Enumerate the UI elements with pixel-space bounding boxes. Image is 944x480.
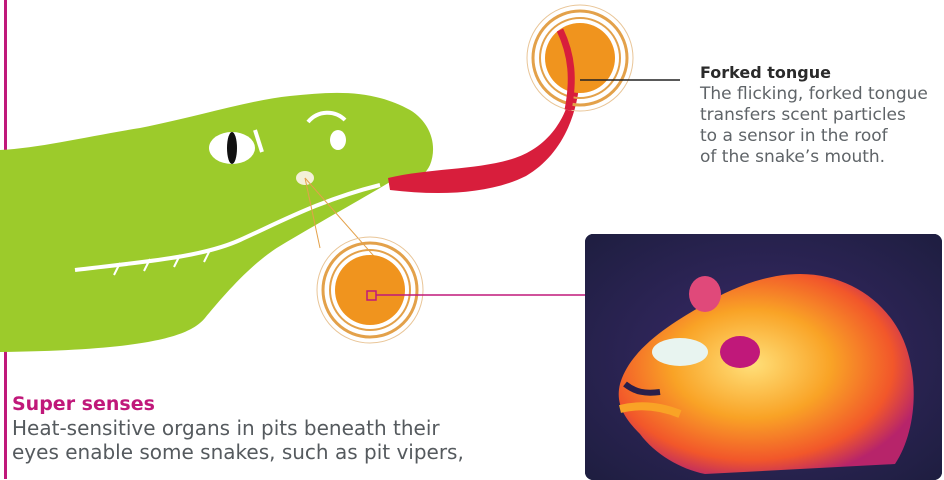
- thermal-rodent: [585, 234, 942, 480]
- forked-tongue-callout: Forked tongue The flicking, forked tongu…: [700, 62, 944, 168]
- forked-tongue-line-4: of the snake’s mouth.: [700, 147, 944, 168]
- forked-tongue-line-3: to a sensor in the roof: [700, 126, 944, 147]
- super-senses-line-1: Heat-sensitive organs in pits beneath th…: [12, 416, 552, 440]
- super-senses-line-2: eyes enable some snakes, such as pit vip…: [12, 440, 552, 464]
- forked-tongue-line-2: transfers scent particles: [700, 105, 944, 126]
- pit-focus-circle: [335, 255, 405, 325]
- forked-tongue-title: Forked tongue: [700, 62, 944, 84]
- nostril-mark: [330, 130, 346, 150]
- rodent-hotspot: [652, 338, 708, 366]
- tongue-focus-circle: [545, 23, 615, 93]
- rodent-ear: [689, 276, 721, 312]
- eye-pupil: [227, 132, 237, 164]
- super-senses-title: Super senses: [12, 392, 552, 416]
- forked-tongue-line-1: The flicking, forked tongue: [700, 84, 944, 105]
- thermal-image: [585, 234, 942, 480]
- super-senses-callout: Super senses Heat-sensitive organs in pi…: [12, 392, 552, 464]
- rodent-eye-region: [720, 336, 760, 368]
